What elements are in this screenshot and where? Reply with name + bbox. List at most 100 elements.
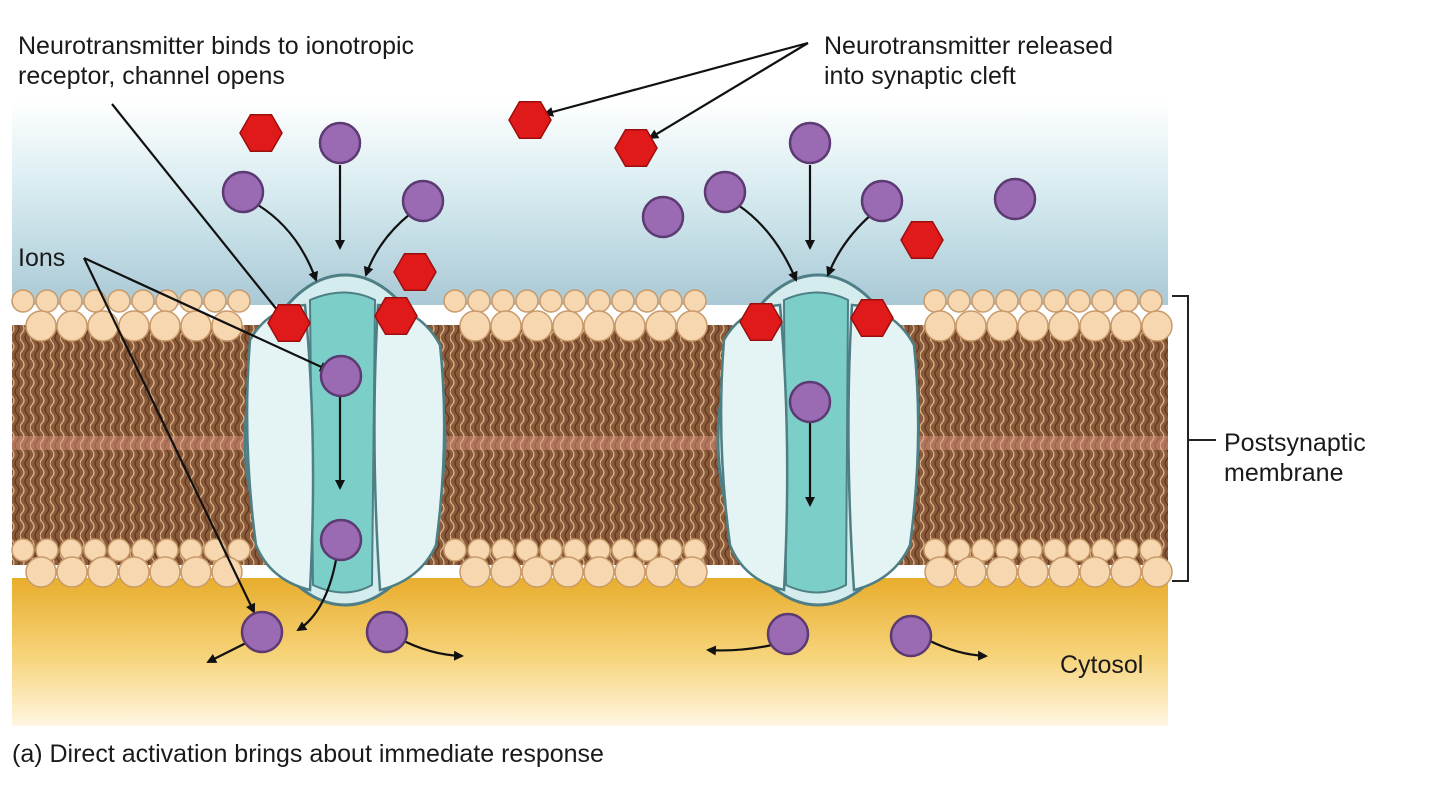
lipid-head	[467, 289, 491, 313]
figure-caption: (a) Direct activation brings about immed…	[12, 740, 604, 768]
ion	[221, 170, 265, 214]
ion	[993, 177, 1037, 221]
lipid-head	[211, 310, 243, 342]
lipid-head	[459, 556, 491, 588]
ions	[221, 121, 1037, 658]
label-post-line1: Postsynaptic	[1224, 429, 1366, 457]
lipid-head	[227, 538, 251, 562]
lipid-head	[118, 556, 150, 588]
lipid-head	[443, 538, 467, 562]
neurotransmitter-hexagon	[508, 101, 552, 139]
ion	[240, 610, 284, 654]
pointer-ions-2	[83, 257, 256, 614]
neurotransmitter-hexagon	[900, 221, 944, 259]
lipid-head	[611, 289, 635, 313]
ion	[319, 354, 363, 398]
pointer-released-1	[543, 41, 809, 117]
ion	[703, 170, 747, 214]
label-ions: Ions	[18, 244, 66, 272]
lipid-head	[203, 289, 227, 313]
lipid-head	[211, 556, 243, 588]
lipid-head	[614, 556, 646, 588]
lipid-head	[986, 556, 1018, 588]
lipid-head	[118, 310, 150, 342]
lipid-head	[986, 310, 1018, 342]
label-released-line2: into synaptic cleft	[824, 62, 1016, 90]
lipid-head	[87, 310, 119, 342]
lipid-head	[87, 556, 119, 588]
arrows	[83, 41, 988, 663]
membrane-bracket	[1172, 295, 1216, 582]
lipid-head	[490, 310, 522, 342]
lipid-head	[1091, 289, 1115, 313]
lipid-head	[25, 310, 57, 342]
lipid-head	[947, 538, 971, 562]
lipid-head	[676, 310, 708, 342]
neurotransmitter-hexagon	[739, 303, 783, 341]
lipid-head	[923, 289, 947, 313]
lipid-head	[659, 289, 683, 313]
ion	[860, 179, 904, 223]
lipid-head	[676, 556, 708, 588]
lipid-head	[490, 556, 522, 588]
lipid-head	[947, 289, 971, 313]
lipid-head	[1110, 310, 1142, 342]
lipid-head	[107, 289, 131, 313]
ion	[766, 612, 810, 656]
lipid-head	[955, 310, 987, 342]
lipid-head	[83, 289, 107, 313]
lipid-head	[35, 289, 59, 313]
lipid-head	[583, 310, 615, 342]
lipid-head	[25, 556, 57, 588]
lipid-head	[459, 310, 491, 342]
neurotransmitter-hexagon	[850, 299, 894, 337]
lipid-head	[521, 556, 553, 588]
lipid-head	[552, 310, 584, 342]
lipid-heads	[11, 289, 1173, 588]
lipid-head	[59, 289, 83, 313]
ion	[788, 121, 832, 165]
lipid-head	[515, 289, 539, 313]
lipid-head	[11, 538, 35, 562]
lipid-head	[1048, 310, 1080, 342]
label-released-line1: Neurotransmitter released	[824, 32, 1114, 60]
neurotransmitter-hexagon	[614, 129, 658, 167]
pointer-ions-1	[83, 257, 330, 372]
synaptic-cleft-region	[12, 100, 1168, 305]
lipid-head	[539, 538, 563, 562]
lipid-head	[635, 289, 659, 313]
lipid-head	[645, 556, 677, 588]
lipid-head	[1017, 556, 1049, 588]
label-post-line2: membrane	[1224, 459, 1344, 487]
ion	[641, 195, 685, 239]
lipid-head	[56, 556, 88, 588]
lipid-head	[552, 556, 584, 588]
lipid-head	[1141, 310, 1173, 342]
lipid-head	[491, 289, 515, 313]
lipid-head	[1048, 556, 1080, 588]
lipid-head	[587, 289, 611, 313]
label-neurotransmitter-released: Neurotransmitter released into synaptic …	[824, 31, 1113, 91]
lipid-head	[131, 289, 155, 313]
lipid-head	[11, 289, 35, 313]
lipid-head	[683, 289, 707, 313]
lipid-head	[614, 310, 646, 342]
ion	[889, 614, 933, 658]
lipid-head	[1141, 556, 1173, 588]
lipid-head	[955, 556, 987, 588]
lipid-head	[539, 289, 563, 313]
lipid-head	[924, 556, 956, 588]
neurotransmitter-hexagon	[267, 304, 311, 342]
neurotransmitter-hexagon	[239, 114, 283, 152]
ion	[319, 518, 363, 562]
lipid-head	[180, 310, 212, 342]
ion	[318, 121, 362, 165]
membrane-core	[12, 325, 1168, 565]
label-neurotransmitter-binds: Neurotransmitter binds to ionotropic rec…	[18, 31, 414, 91]
lipid-head	[1017, 310, 1049, 342]
lipid-head	[971, 538, 995, 562]
ion-channel-open-right	[716, 273, 920, 607]
lipid-head	[443, 289, 467, 313]
lipid-head	[1079, 556, 1111, 588]
label-postsynaptic-membrane: Postsynaptic membrane	[1224, 428, 1366, 488]
